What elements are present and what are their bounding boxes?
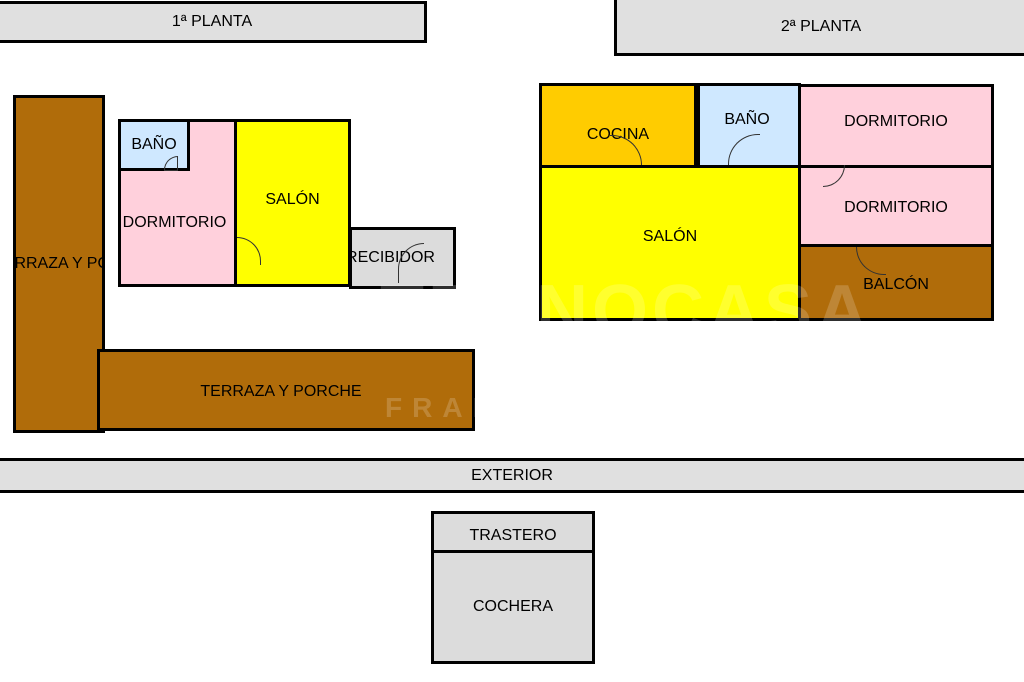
second-bedroom-1-label: DORMITORIO	[844, 113, 948, 130]
first-terrace-horizontal: TERRAZA Y PORCHE	[97, 349, 475, 431]
second-bedroom-2-label: DORMITORIO	[844, 199, 948, 216]
exterior-garage: COCHERA	[431, 550, 595, 664]
first-bathroom-label: BAÑO	[131, 136, 177, 153]
first-terrace-horizontal-label: TERRAZA Y PORCHE	[200, 383, 362, 400]
second-balcony-label: BALCÓN	[863, 275, 929, 293]
first-floor-banner: 1ª PLANTA	[0, 1, 427, 43]
second-living-room-label: SALÓN	[642, 228, 698, 245]
first-terrace-vertical: TERRAZA Y PORCHE	[13, 95, 105, 433]
second-bathroom-label: BAÑO	[724, 110, 770, 128]
first-living-room: SALÓN	[234, 119, 351, 287]
first-floor-label: 1ª PLANTA	[171, 13, 253, 30]
exterior-storage-label: TRASTERO	[469, 526, 557, 544]
exterior-banner: EXTERIOR	[0, 458, 1024, 493]
first-bathroom-door	[164, 156, 178, 171]
exterior-storage: TRASTERO	[431, 511, 595, 554]
first-living-room-label: SALÓN	[265, 191, 320, 208]
first-bathroom: BAÑO	[118, 119, 190, 171]
second-floor-label: 2ª PLANTA	[780, 17, 862, 35]
second-living-room: SALÓN	[539, 165, 801, 321]
second-floor-banner: 2ª PLANTA	[614, 0, 1024, 56]
exterior-garage-label: COCHERA	[472, 598, 553, 615]
second-bedroom-1: DORMITORIO	[798, 84, 994, 168]
exterior-label: EXTERIOR	[471, 466, 553, 484]
first-bedroom-label: DORMITORIO	[122, 214, 227, 231]
first-terrace-vertical-label: TERRAZA Y PORCHE	[14, 255, 102, 272]
second-balcony: BALCÓN	[798, 244, 994, 321]
second-kitchen-label: COCINA	[586, 125, 650, 143]
